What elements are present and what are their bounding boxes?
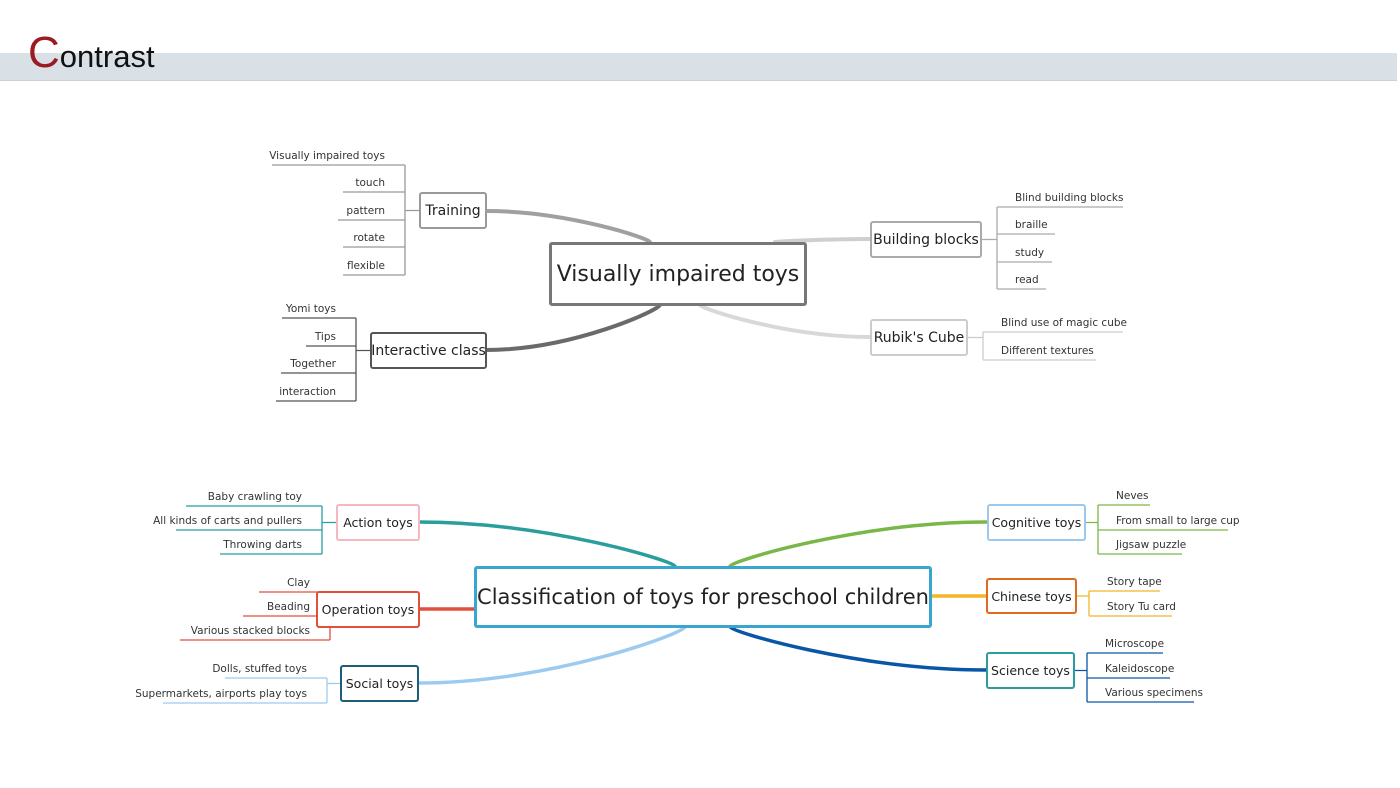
- bracket-line: [404, 165, 419, 275]
- subtopic-study[interactable]: study: [1015, 247, 1045, 259]
- subtopic-rotate[interactable]: rotate: [353, 232, 385, 244]
- subtopic-microscope[interactable]: Microscope: [1105, 638, 1165, 650]
- subtopic-clay[interactable]: Clay: [287, 577, 310, 589]
- topic-action-toys[interactable]: Action toys: [336, 504, 420, 541]
- bracket-line: [1075, 653, 1088, 702]
- subtopic-dolls-stuffed-toys[interactable]: Dolls, stuffed toys: [212, 663, 307, 675]
- subtopic-blind-building-blocks[interactable]: Blind building blocks: [1015, 192, 1124, 204]
- subtopic-yomi-toys[interactable]: Yomi toys: [285, 303, 336, 315]
- bracket-line: [355, 318, 370, 401]
- subtopic-beading[interactable]: Beading: [267, 601, 310, 613]
- subtopic-read[interactable]: read: [1015, 274, 1039, 286]
- topic-cognitive-toys[interactable]: Cognitive toys: [987, 504, 1086, 541]
- subtopic-visually-impaired-toys[interactable]: Visually impaired toys: [269, 150, 385, 162]
- central-topic-map2[interactable]: Classification of toys for preschool chi…: [474, 566, 932, 628]
- subtopic-throwing-darts[interactable]: Throwing darts: [223, 539, 302, 551]
- subtopic-pattern[interactable]: pattern: [346, 205, 385, 217]
- topic-interactive-class[interactable]: Interactive class: [370, 332, 487, 369]
- subtopic-kaleidoscope[interactable]: Kaleidoscope: [1105, 663, 1175, 675]
- subtopic-various-specimens[interactable]: Various specimens: [1105, 687, 1204, 699]
- central-topic-map1[interactable]: Visually impaired toys: [549, 242, 807, 306]
- subtopic-together[interactable]: Together: [290, 358, 336, 370]
- subtopic-tips[interactable]: Tips: [314, 331, 336, 343]
- bracket-line: [1077, 591, 1090, 616]
- topic-social-toys[interactable]: Social toys: [340, 665, 419, 702]
- branch-connector: [485, 303, 662, 352]
- subtopic-story-tape[interactable]: Story tape: [1107, 576, 1162, 588]
- branch-connector: [485, 209, 652, 244]
- slide-title: Contrast: [28, 28, 155, 78]
- subtopic-flexible[interactable]: flexible: [346, 260, 385, 272]
- branch-connector: [698, 303, 871, 339]
- bracket-line: [982, 207, 998, 289]
- branch-connector: [728, 520, 988, 568]
- subtopic-touch[interactable]: touch: [355, 177, 385, 189]
- bracket-line: [321, 506, 336, 554]
- bracket-line: [326, 678, 340, 703]
- topic-operation-toys[interactable]: Operation toys: [316, 591, 420, 628]
- subtopic-jigsaw-puzzle[interactable]: Jigsaw puzzle: [1116, 539, 1187, 551]
- subtopic-all-kinds-of-carts-and-pullers[interactable]: All kinds of carts and pullers: [153, 515, 302, 527]
- topic-training[interactable]: Training: [419, 192, 487, 229]
- subtopic-baby-crawling-toy[interactable]: Baby crawling toy: [207, 491, 302, 503]
- bracket-line: [968, 332, 984, 360]
- topic-rubik-s-cube[interactable]: Rubik's Cube: [870, 319, 968, 356]
- topic-chinese-toys[interactable]: Chinese toys: [986, 578, 1077, 614]
- subtopic-supermarkets-airports-play-toys[interactable]: Supermarkets, airports play toys: [135, 688, 307, 700]
- subtopic-from-small-to-large-cup[interactable]: From small to large cup: [1116, 515, 1240, 527]
- title-rest: ontrast: [59, 39, 155, 74]
- subtopic-blind-use-of-magic-cube[interactable]: Blind use of magic cube: [1001, 317, 1127, 329]
- subtopic-various-stacked-blocks[interactable]: Various stacked blocks: [190, 625, 310, 637]
- bracket-line: [1086, 505, 1099, 554]
- subtopic-story-tu-card[interactable]: Story Tu card: [1107, 601, 1176, 613]
- header-bar: [0, 53, 1397, 81]
- subtopic-neves[interactable]: Neves: [1116, 490, 1149, 502]
- topic-science-toys[interactable]: Science toys: [986, 652, 1075, 689]
- branch-connector: [417, 625, 687, 685]
- topic-building-blocks[interactable]: Building blocks: [870, 221, 982, 258]
- branch-connector: [773, 237, 871, 244]
- title-initial: C: [28, 28, 60, 77]
- branch-connector: [418, 520, 677, 568]
- branch-connector: [728, 625, 987, 672]
- subtopic-different-textures[interactable]: Different textures: [1001, 345, 1094, 357]
- subtopic-braille[interactable]: braille: [1015, 219, 1048, 231]
- subtopic-interaction[interactable]: interaction: [279, 386, 336, 398]
